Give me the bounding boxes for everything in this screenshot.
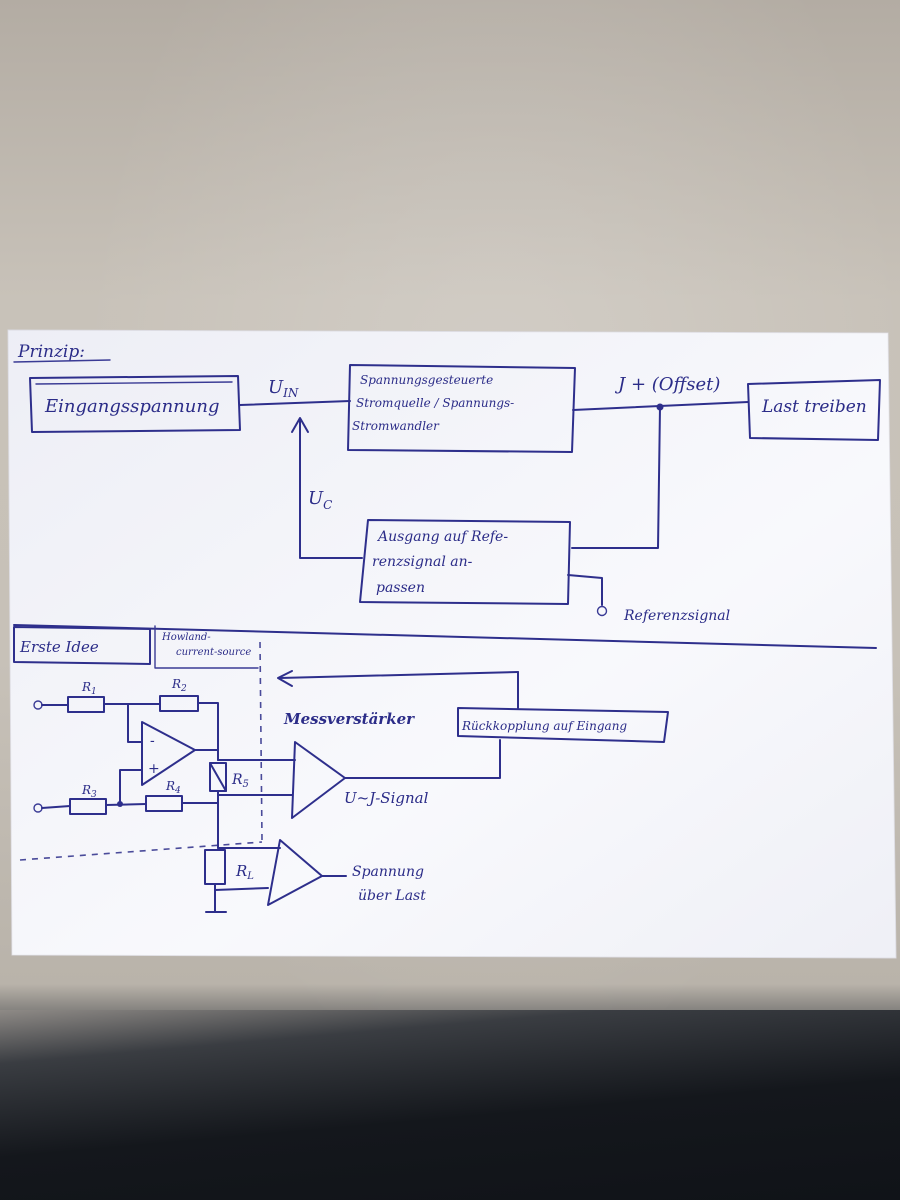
block-drive-load: Last treiben [747,379,881,441]
block-adapt-reference: Ausgang auf Refe- renzsignal an- passen [359,519,571,605]
u-c-label: UC [308,488,332,512]
vcc-line1: Spannungsgesteuerte [360,373,493,387]
load-voltage-amp-triangle [267,839,323,906]
heading: Prinzip: [17,342,85,362]
vcc-line2: Stromquelle / Spannungs- [356,396,514,410]
adapt-line3: passen [376,580,425,596]
u-j-signal-label: U~J-Signal [344,789,429,807]
opamp-minus: - [150,733,155,749]
feedback-label: Rückkopplung auf Eingang [461,719,627,733]
block-input-voltage: Eingangsspannung [29,375,241,433]
drive-load-label: Last treiben [761,397,867,417]
reference-terminal [596,605,608,617]
howland-line2: current-source [176,647,251,658]
dark-foreground [0,1010,900,1200]
r2-label: R2 [171,677,187,694]
load-voltage-line2: über Last [358,888,426,904]
r5-label: R5 [231,772,249,790]
second-section-header: Erste Idee Howland- current-source [13,625,259,669]
opamp-plus: + [148,761,160,777]
feedback-box: Rückkopplung auf Eingang [457,707,669,743]
vcc-line3: Stromwandler [352,419,440,433]
block-vcc-source: Spannungsgesteuerte Stromquelle / Spannu… [347,364,576,453]
r1-label: R1 [81,680,97,697]
current-offset-label: J + (Offset) [614,374,720,395]
resistor-r3 [69,798,107,815]
reference-signal-label: Referenzsignal [623,608,730,624]
adapt-line1: Ausgang auf Refe- [376,529,508,545]
second-section-title: Erste Idee [19,638,99,656]
opamp-triangle [141,721,196,786]
measuring-amp-label: Messverstärker [283,710,415,728]
r3-label: R3 [81,783,97,800]
adapt-line2: renzsignal an- [372,554,473,570]
u-in-label: UIN [268,377,299,400]
rl-label: RL [235,862,254,882]
block-input-voltage-label: Eingangsspannung [44,396,219,417]
r4-label: R4 [165,779,181,796]
load-voltage-line1: Spannung [352,864,424,880]
howland-line1: Howland- [161,632,211,643]
measuring-amp-triangle [291,741,346,819]
